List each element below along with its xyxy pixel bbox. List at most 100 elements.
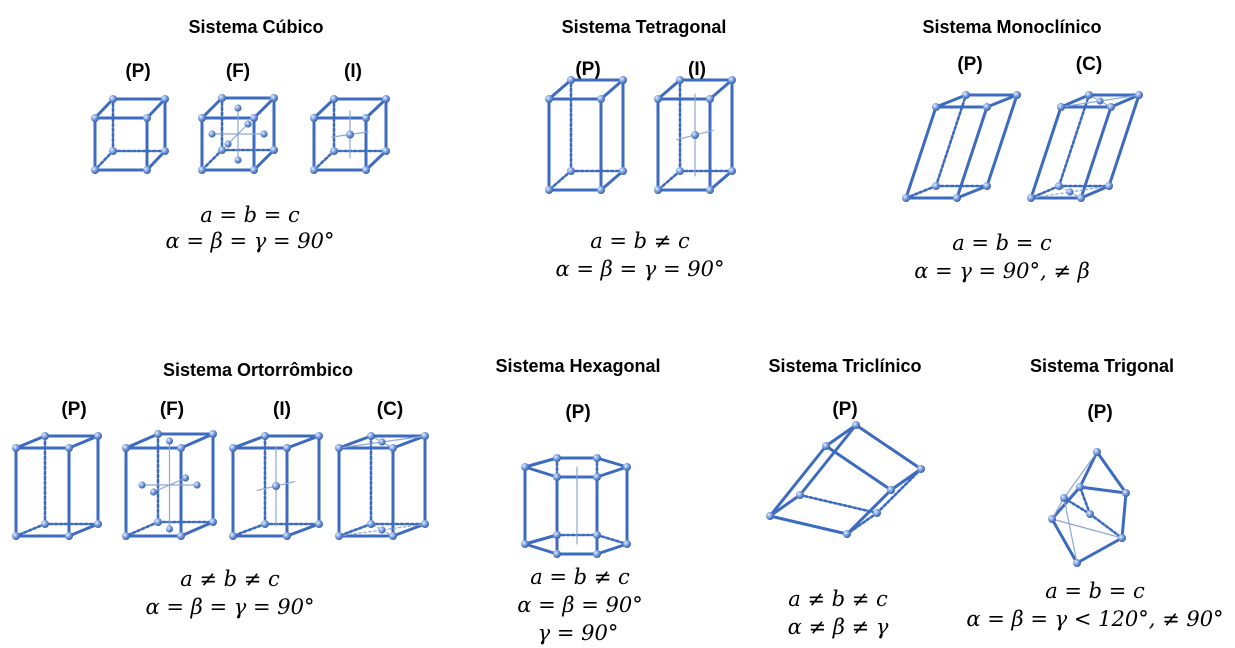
cubic-i-lattice: [310, 95, 390, 174]
atom: [1122, 489, 1130, 497]
atom: [165, 437, 174, 445]
atom: [766, 512, 774, 520]
lattice-edge: [547, 78, 573, 101]
lattice-edge: [93, 97, 115, 120]
lattice-edge: [1079, 184, 1111, 200]
atom: [389, 532, 397, 540]
orthorhombic-label-i: (I): [273, 399, 291, 420]
atom: [161, 95, 169, 103]
atom: [1073, 559, 1081, 567]
atom: [335, 532, 343, 540]
atom: [654, 95, 662, 103]
atom: [122, 532, 130, 540]
lattice-edge: [708, 78, 734, 101]
atom: [154, 518, 162, 526]
lattice-edge: [200, 96, 224, 120]
atom: [1048, 515, 1056, 523]
atom: [181, 474, 190, 482]
cubic-equation-angles: α = β = γ = 90°: [166, 229, 335, 253]
atom: [389, 444, 397, 452]
atom: [822, 442, 830, 450]
hidden-edge: [14, 522, 47, 538]
hidden-edge: [875, 467, 923, 515]
atom: [983, 182, 991, 190]
atom: [41, 520, 49, 528]
atom: [261, 432, 269, 440]
atom: [330, 95, 338, 103]
lattice-edge: [595, 465, 629, 479]
orthorhombic-equation-lengths: a ≠ b ≠ c: [180, 567, 280, 591]
lattice-edge: [231, 434, 267, 450]
atom: [619, 167, 627, 175]
atom: [198, 166, 206, 174]
lattice-edge: [252, 148, 276, 172]
orthorhombic-p-lattice: [12, 432, 102, 540]
atom: [728, 167, 736, 175]
atom: [234, 156, 242, 164]
lattice-edge: [1029, 105, 1063, 200]
atom: [654, 186, 662, 194]
hidden-edge: [1078, 485, 1092, 516]
atom: [250, 166, 258, 174]
lattice-edge: [824, 444, 893, 492]
atom: [143, 114, 151, 122]
atom: [1057, 103, 1065, 111]
atom: [378, 526, 386, 534]
lattice-edge: [145, 149, 167, 172]
atom: [597, 95, 605, 103]
lattice-edge: [854, 423, 923, 471]
lattice-edge: [67, 434, 100, 450]
atom: [367, 520, 375, 528]
hidden-edge: [1057, 93, 1091, 188]
lattice-edge: [1079, 105, 1113, 200]
atom: [843, 530, 851, 538]
atom: [1107, 103, 1115, 111]
atom: [209, 518, 217, 526]
orthorhombic-c-lattice: [335, 432, 429, 540]
triclinic-label-p: (P): [832, 399, 857, 420]
atom: [310, 166, 318, 174]
diagonal-line: [1063, 497, 1078, 564]
atom: [521, 540, 529, 548]
lattice-edge: [391, 434, 427, 450]
hidden-edge: [1088, 512, 1124, 540]
atom: [593, 531, 601, 539]
atom: [1055, 182, 1063, 190]
lattice-edge: [1109, 93, 1141, 109]
lattice-edge: [312, 97, 336, 120]
atom: [1060, 494, 1068, 502]
atom: [149, 488, 158, 496]
lattice-edge: [768, 514, 849, 536]
triclinic-equation-angles: α ≠ β ≠ γ: [788, 615, 889, 639]
lattice-edge: [364, 97, 388, 120]
atom: [623, 463, 631, 471]
lattice-edge: [845, 488, 893, 536]
atom: [1085, 91, 1093, 99]
atom: [1086, 510, 1094, 518]
cubic-f-lattice: [198, 94, 278, 174]
orthorhombic-label-c: (C): [377, 399, 403, 420]
lattice-edge: [1107, 93, 1141, 188]
lattice-edge: [145, 97, 167, 120]
atom: [330, 147, 338, 155]
atom: [1076, 483, 1084, 491]
atom: [94, 520, 102, 528]
lattice-edge: [656, 78, 682, 101]
atom: [362, 166, 370, 174]
atom: [567, 167, 575, 175]
atom: [619, 76, 627, 84]
monoclinic-c-lattice: [1027, 91, 1143, 202]
atom: [593, 473, 601, 481]
atom: [283, 532, 291, 540]
atom: [553, 454, 561, 462]
atom: [283, 444, 291, 452]
atom: [421, 432, 429, 440]
atom: [41, 432, 49, 440]
atom: [270, 94, 278, 102]
atom: [65, 444, 73, 452]
lattice-edge: [364, 149, 388, 172]
hidden-edge: [547, 169, 573, 192]
atom: [270, 146, 278, 154]
trigonal-equation-lengths: a = b = c: [1045, 579, 1145, 603]
monoclinic-label-p: (P): [957, 54, 982, 75]
